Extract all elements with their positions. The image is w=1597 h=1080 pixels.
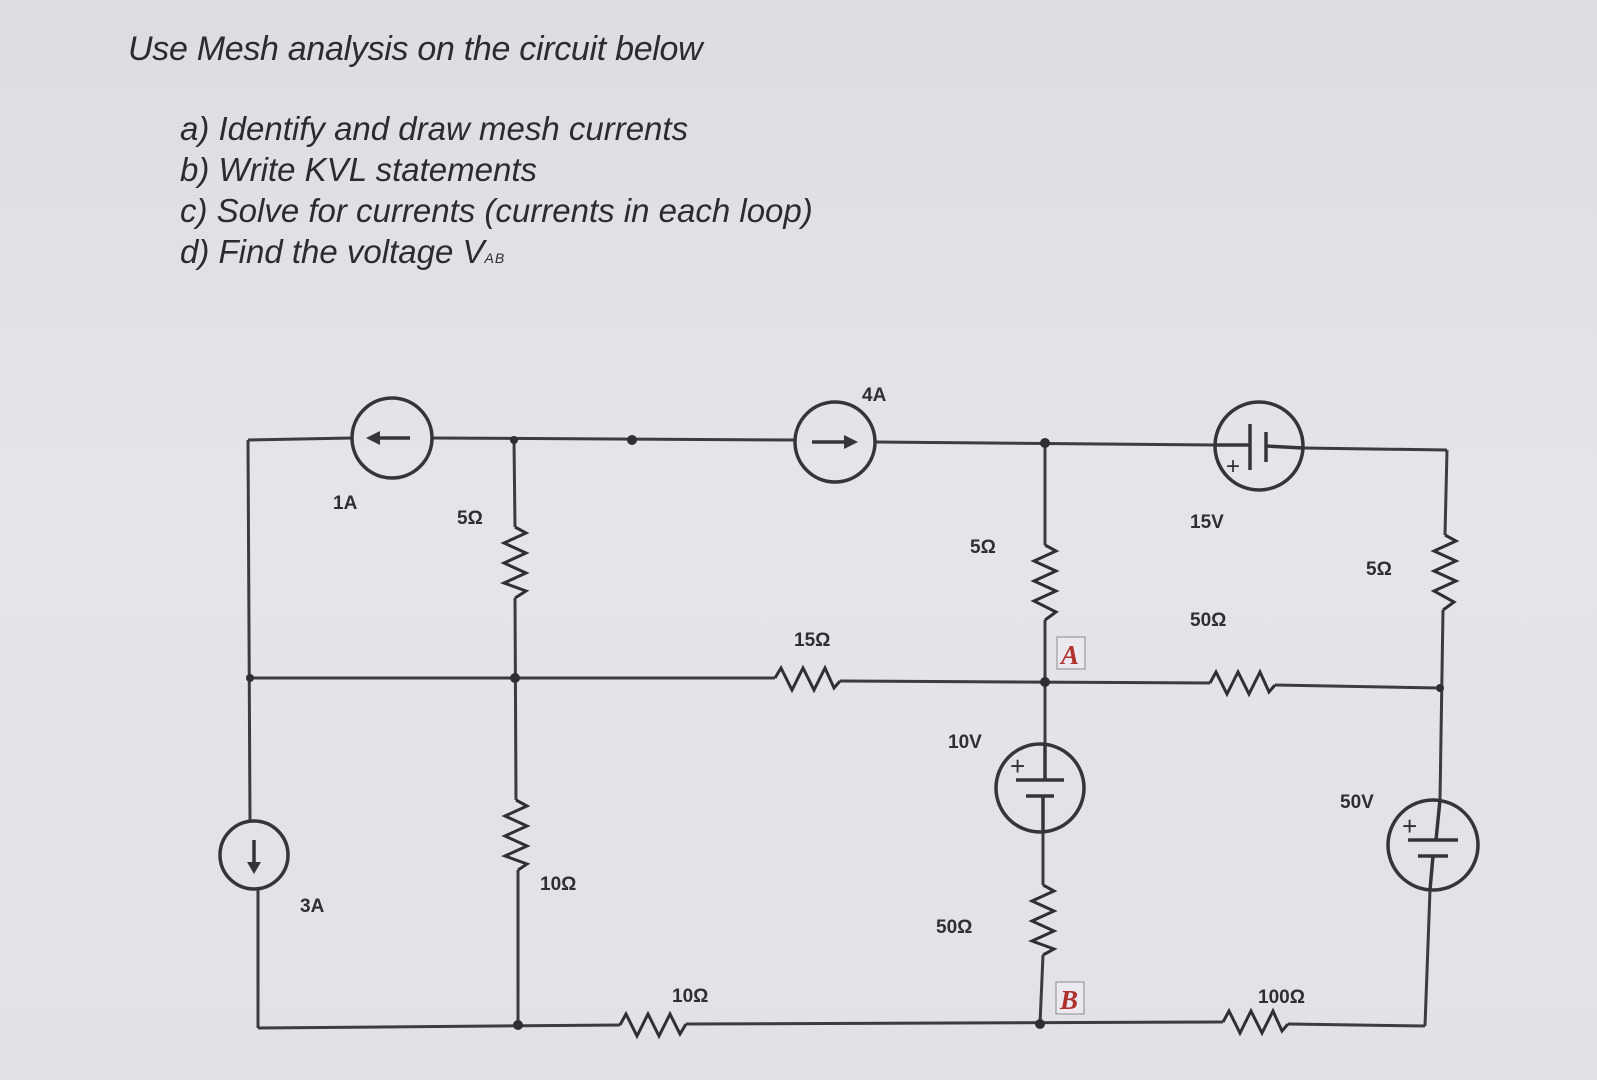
voltage-source-50v: + 50V bbox=[1340, 792, 1480, 892]
resistor-5-ohm-left: 5Ω bbox=[457, 508, 530, 600]
resistor-5-ohm-right-label: 5Ω bbox=[1366, 559, 1392, 580]
voltage-source-50v-plus: + bbox=[1402, 811, 1417, 841]
current-source-4a-label: 4A bbox=[862, 385, 887, 406]
resistor-50-ohm-top: 50Ω bbox=[1190, 610, 1277, 698]
resistor-15-ohm-label: 15Ω bbox=[794, 630, 830, 651]
junction-dot bbox=[513, 1020, 523, 1030]
part-a: a) Identify and draw mesh currents bbox=[180, 110, 689, 147]
resistor-10-ohm-left: 10Ω bbox=[501, 798, 576, 895]
arrow-down-icon bbox=[247, 862, 261, 874]
node-a: A bbox=[1056, 636, 1086, 670]
voltage-source-50v-label: 50V bbox=[1340, 792, 1374, 813]
part-d: d) Find the voltage VAB bbox=[180, 233, 506, 270]
resistor-5-ohm-middle: 5Ω bbox=[970, 537, 1060, 622]
arrow-left-icon bbox=[366, 431, 380, 445]
resistor-15-ohm: 15Ω bbox=[773, 630, 842, 694]
resistor-5-ohm-right: 5Ω bbox=[1366, 533, 1460, 612]
junction-dot bbox=[1040, 677, 1050, 687]
voltage-source-15v: + 15V bbox=[1190, 400, 1305, 533]
junction-dot bbox=[510, 436, 518, 444]
part-b: b) Write KVL statements bbox=[180, 151, 538, 188]
resistor-100-ohm: 100Ω bbox=[1221, 987, 1305, 1037]
resistor-50-ohm-bottom: 50Ω bbox=[936, 883, 1058, 957]
node-b-label: B bbox=[1059, 985, 1078, 1015]
junction-dot bbox=[510, 673, 520, 683]
node-b: B bbox=[1055, 981, 1085, 1015]
resistor-50-ohm-bottom-label: 50Ω bbox=[936, 917, 972, 938]
resistor-5-ohm-left-label: 5Ω bbox=[457, 508, 483, 529]
wires bbox=[246, 436, 1449, 1030]
voltage-source-10v: + 10V bbox=[948, 732, 1086, 834]
resistor-50-ohm-top-label: 50Ω bbox=[1190, 610, 1226, 631]
vab-subscript: AB bbox=[484, 250, 506, 266]
voltage-source-15v-plus: + bbox=[1226, 453, 1240, 480]
voltage-source-10v-plus: + bbox=[1010, 751, 1025, 781]
current-source-1a-label: 1A bbox=[333, 493, 358, 514]
resistor-100-ohm-label: 100Ω bbox=[1258, 987, 1305, 1008]
resistor-10-ohm-bottom-label: 10Ω bbox=[672, 986, 708, 1007]
part-c: c) Solve for currents (currents in each … bbox=[180, 192, 813, 229]
problem-parts: a) Identify and draw mesh currents b) Wr… bbox=[180, 108, 813, 279]
resistor-10-ohm-left-label: 10Ω bbox=[540, 874, 576, 895]
current-source-4a: 4A bbox=[793, 385, 887, 484]
junction-dot bbox=[627, 435, 637, 445]
junction-dots bbox=[246, 435, 1444, 1030]
voltage-source-15v-label: 15V bbox=[1190, 512, 1224, 533]
resistor-10-ohm-bottom: 10Ω bbox=[618, 986, 708, 1040]
current-source-1a: 1A bbox=[333, 396, 434, 514]
current-source-3a: 3A bbox=[218, 819, 325, 917]
junction-dot bbox=[246, 674, 254, 682]
resistor-5-ohm-middle-label: 5Ω bbox=[970, 537, 996, 558]
voltage-source-10v-label: 10V bbox=[948, 732, 982, 753]
current-source-3a-label: 3A bbox=[300, 896, 325, 917]
node-a-label: A bbox=[1059, 640, 1079, 670]
junction-dot bbox=[1436, 684, 1444, 692]
junction-dot bbox=[1035, 1019, 1045, 1029]
problem-title: Use Mesh analysis on the circuit below bbox=[128, 30, 703, 68]
arrow-right-icon bbox=[844, 435, 858, 449]
junction-dot bbox=[1040, 438, 1050, 448]
